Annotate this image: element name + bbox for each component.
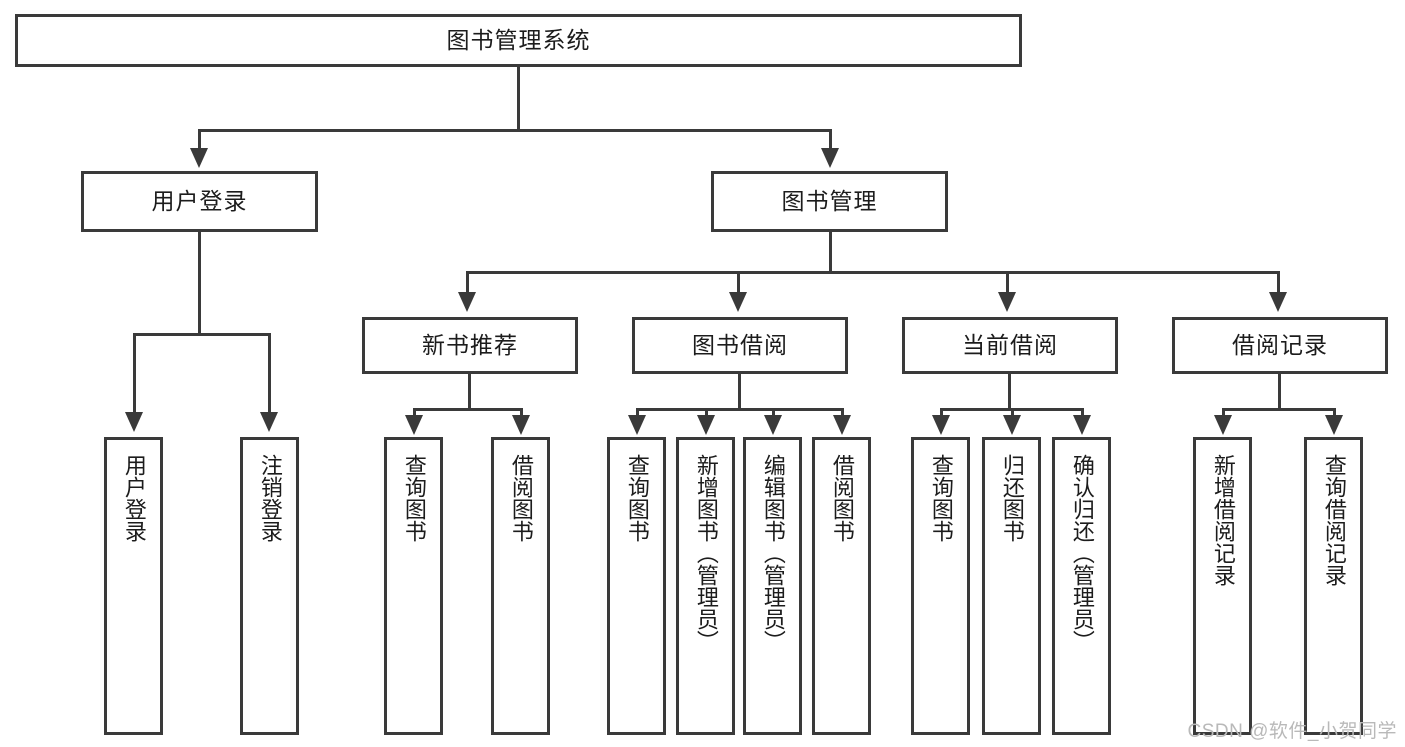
connector-to-book-management xyxy=(829,129,832,151)
arrowhead-nbr-leaf-1 xyxy=(405,415,423,435)
node-label: 图书管理 xyxy=(781,187,878,214)
arrowhead-nbr-leaf-2 xyxy=(512,415,530,435)
connector-bb-leaf-3 xyxy=(772,408,775,418)
node-book-management[interactable]: 图书管理 xyxy=(711,171,948,232)
node-borrow-record[interactable]: 借阅记录 xyxy=(1172,317,1388,374)
connector-book-borrow-stem xyxy=(738,374,741,410)
connector-bb-leaf-1 xyxy=(636,408,639,418)
connector-current-borrow-stem xyxy=(1008,374,1011,410)
arrowhead-book-borrow xyxy=(729,292,747,312)
node-label: 确认归还（管理员） xyxy=(1069,454,1095,652)
arrowhead-br-leaf-2 xyxy=(1325,415,1343,435)
arrowhead-br-leaf-1 xyxy=(1214,415,1232,435)
connector-book-management-stem xyxy=(829,232,832,273)
connector-to-leaf-user-login xyxy=(133,333,136,415)
arrowhead-bb-leaf-2 xyxy=(697,415,715,435)
connector-level3-bus xyxy=(466,271,1280,274)
connector-br-leaf-2 xyxy=(1333,408,1336,418)
leaf-br-add-record[interactable]: 新增借阅记录 xyxy=(1193,437,1252,735)
arrowhead-leaf-logout xyxy=(260,412,278,432)
arrowhead-cb-leaf-3 xyxy=(1073,415,1091,435)
connector-br-leaf-1 xyxy=(1222,408,1225,418)
node-label: 图书管理系统 xyxy=(446,26,591,53)
arrowhead-book-management xyxy=(821,148,839,168)
node-label: 当前借阅 xyxy=(962,331,1058,358)
leaf-bb-edit-book-admin[interactable]: 编辑图书（管理员） xyxy=(743,437,802,735)
leaf-nbr-query-book[interactable]: 查询图书 xyxy=(384,437,443,735)
node-label: 查询图书 xyxy=(624,454,650,542)
connector-user-login-stem xyxy=(198,232,201,335)
leaf-cb-confirm-return-admin[interactable]: 确认归还（管理员） xyxy=(1052,437,1111,735)
arrowhead-user-login xyxy=(190,148,208,168)
node-label: 用户登录 xyxy=(121,454,147,542)
node-book-borrow[interactable]: 图书借阅 xyxy=(632,317,848,374)
node-label: 图书借阅 xyxy=(692,331,788,358)
connector-borrow-record-stem xyxy=(1278,374,1281,410)
node-label: 查询借阅记录 xyxy=(1321,454,1347,586)
node-current-borrow[interactable]: 当前借阅 xyxy=(902,317,1118,374)
node-user-login[interactable]: 用户登录 xyxy=(81,171,318,232)
leaf-br-query-record[interactable]: 查询借阅记录 xyxy=(1304,437,1363,735)
connector-book-borrow-bus xyxy=(636,408,844,411)
arrowhead-cb-leaf-1 xyxy=(932,415,950,435)
connector-root-stem xyxy=(517,67,520,131)
node-label: 注销登录 xyxy=(257,454,283,542)
node-label: 借阅记录 xyxy=(1232,331,1328,358)
leaf-bb-borrow-book[interactable]: 借阅图书 xyxy=(812,437,871,735)
node-label: 用户登录 xyxy=(151,187,248,214)
connector-borrow-record-bus xyxy=(1222,408,1336,411)
node-root-book-management-system[interactable]: 图书管理系统 xyxy=(15,14,1022,67)
node-label: 借阅图书 xyxy=(508,454,534,542)
leaf-bb-query-book[interactable]: 查询图书 xyxy=(607,437,666,735)
connector-bb-leaf-2 xyxy=(705,408,708,418)
connector-nbr-leaf-1 xyxy=(413,408,416,418)
node-label: 新增图书（管理员） xyxy=(693,454,719,652)
leaf-cb-return-book[interactable]: 归还图书 xyxy=(982,437,1041,735)
arrowhead-borrow-record xyxy=(1269,292,1287,312)
leaf-user-login[interactable]: 用户登录 xyxy=(104,437,163,735)
node-label: 查询图书 xyxy=(401,454,427,542)
node-label: 新书推荐 xyxy=(422,331,518,358)
arrowhead-leaf-user-login xyxy=(125,412,143,432)
leaf-bb-add-book-admin[interactable]: 新增图书（管理员） xyxy=(676,437,735,735)
arrowhead-bb-leaf-1 xyxy=(628,415,646,435)
connector-to-current-borrow xyxy=(1006,271,1009,295)
node-label: 归还图书 xyxy=(999,454,1025,542)
connector-to-leaf-logout xyxy=(268,333,271,415)
connector-to-borrow-record xyxy=(1277,271,1280,295)
arrowhead-bb-leaf-3 xyxy=(764,415,782,435)
connector-new-book-recommend-bus xyxy=(413,408,523,411)
arrowhead-current-borrow xyxy=(998,292,1016,312)
connector-new-book-recommend-stem xyxy=(468,374,471,410)
arrowhead-cb-leaf-2 xyxy=(1003,415,1021,435)
connector-cb-leaf-3 xyxy=(1081,408,1084,418)
arrowhead-bb-leaf-4 xyxy=(833,415,851,435)
node-label: 编辑图书（管理员） xyxy=(760,454,786,652)
arrowhead-new-book-recommend xyxy=(458,292,476,312)
node-label: 借阅图书 xyxy=(829,454,855,542)
connector-nbr-leaf-2 xyxy=(520,408,523,418)
node-new-book-recommend[interactable]: 新书推荐 xyxy=(362,317,578,374)
connector-to-book-borrow xyxy=(737,271,740,295)
leaf-cb-query-book[interactable]: 查询图书 xyxy=(911,437,970,735)
leaf-nbr-borrow-book[interactable]: 借阅图书 xyxy=(491,437,550,735)
connector-cb-leaf-1 xyxy=(940,408,943,418)
leaf-logout[interactable]: 注销登录 xyxy=(240,437,299,735)
connector-cb-leaf-2 xyxy=(1011,408,1014,418)
connector-to-user-login xyxy=(198,129,201,151)
connector-level2-bus xyxy=(198,129,831,132)
watermark-text: CSDN @软件_小贺同学 xyxy=(1187,721,1397,742)
node-label: 查询图书 xyxy=(928,454,954,542)
connector-user-login-bus xyxy=(133,333,271,336)
node-label: 新增借阅记录 xyxy=(1210,454,1236,586)
connector-to-new-book-recommend xyxy=(466,271,469,295)
connector-bb-leaf-4 xyxy=(841,408,844,418)
